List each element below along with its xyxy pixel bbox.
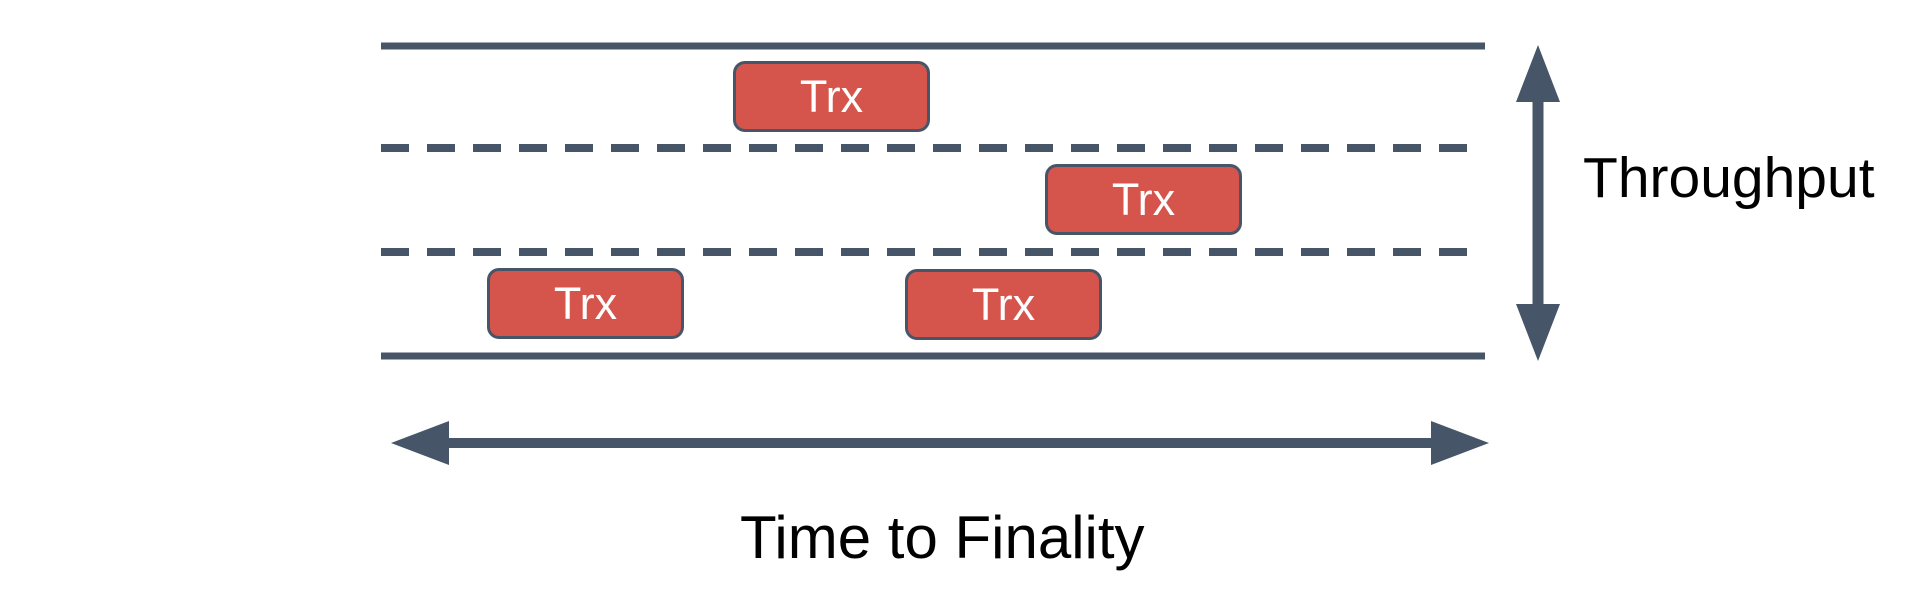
trx-label: Trx — [553, 278, 618, 329]
throughput-arrow — [1516, 45, 1560, 361]
time-to-finality-arrow-head-left — [391, 421, 449, 465]
trx-label: Trx — [971, 279, 1036, 330]
trx-label: Trx — [799, 71, 864, 122]
throughput-arrow-head-top — [1516, 45, 1560, 102]
throughput-arrow-head-bottom — [1516, 304, 1560, 361]
trx-box-bottom-lane-right: Trx — [905, 269, 1102, 340]
time-to-finality-arrow-head-right — [1431, 421, 1489, 465]
trx-box-top-lane: Trx — [733, 61, 930, 132]
trx-label: Trx — [1111, 174, 1176, 225]
trx-box-middle-lane: Trx — [1045, 164, 1242, 235]
time-to-finality-label: Time to Finality — [740, 504, 1145, 571]
throughput-label: Throughput — [1583, 146, 1875, 210]
trx-box-bottom-lane-left: Trx — [487, 268, 684, 339]
time-to-finality-arrow — [391, 421, 1489, 465]
